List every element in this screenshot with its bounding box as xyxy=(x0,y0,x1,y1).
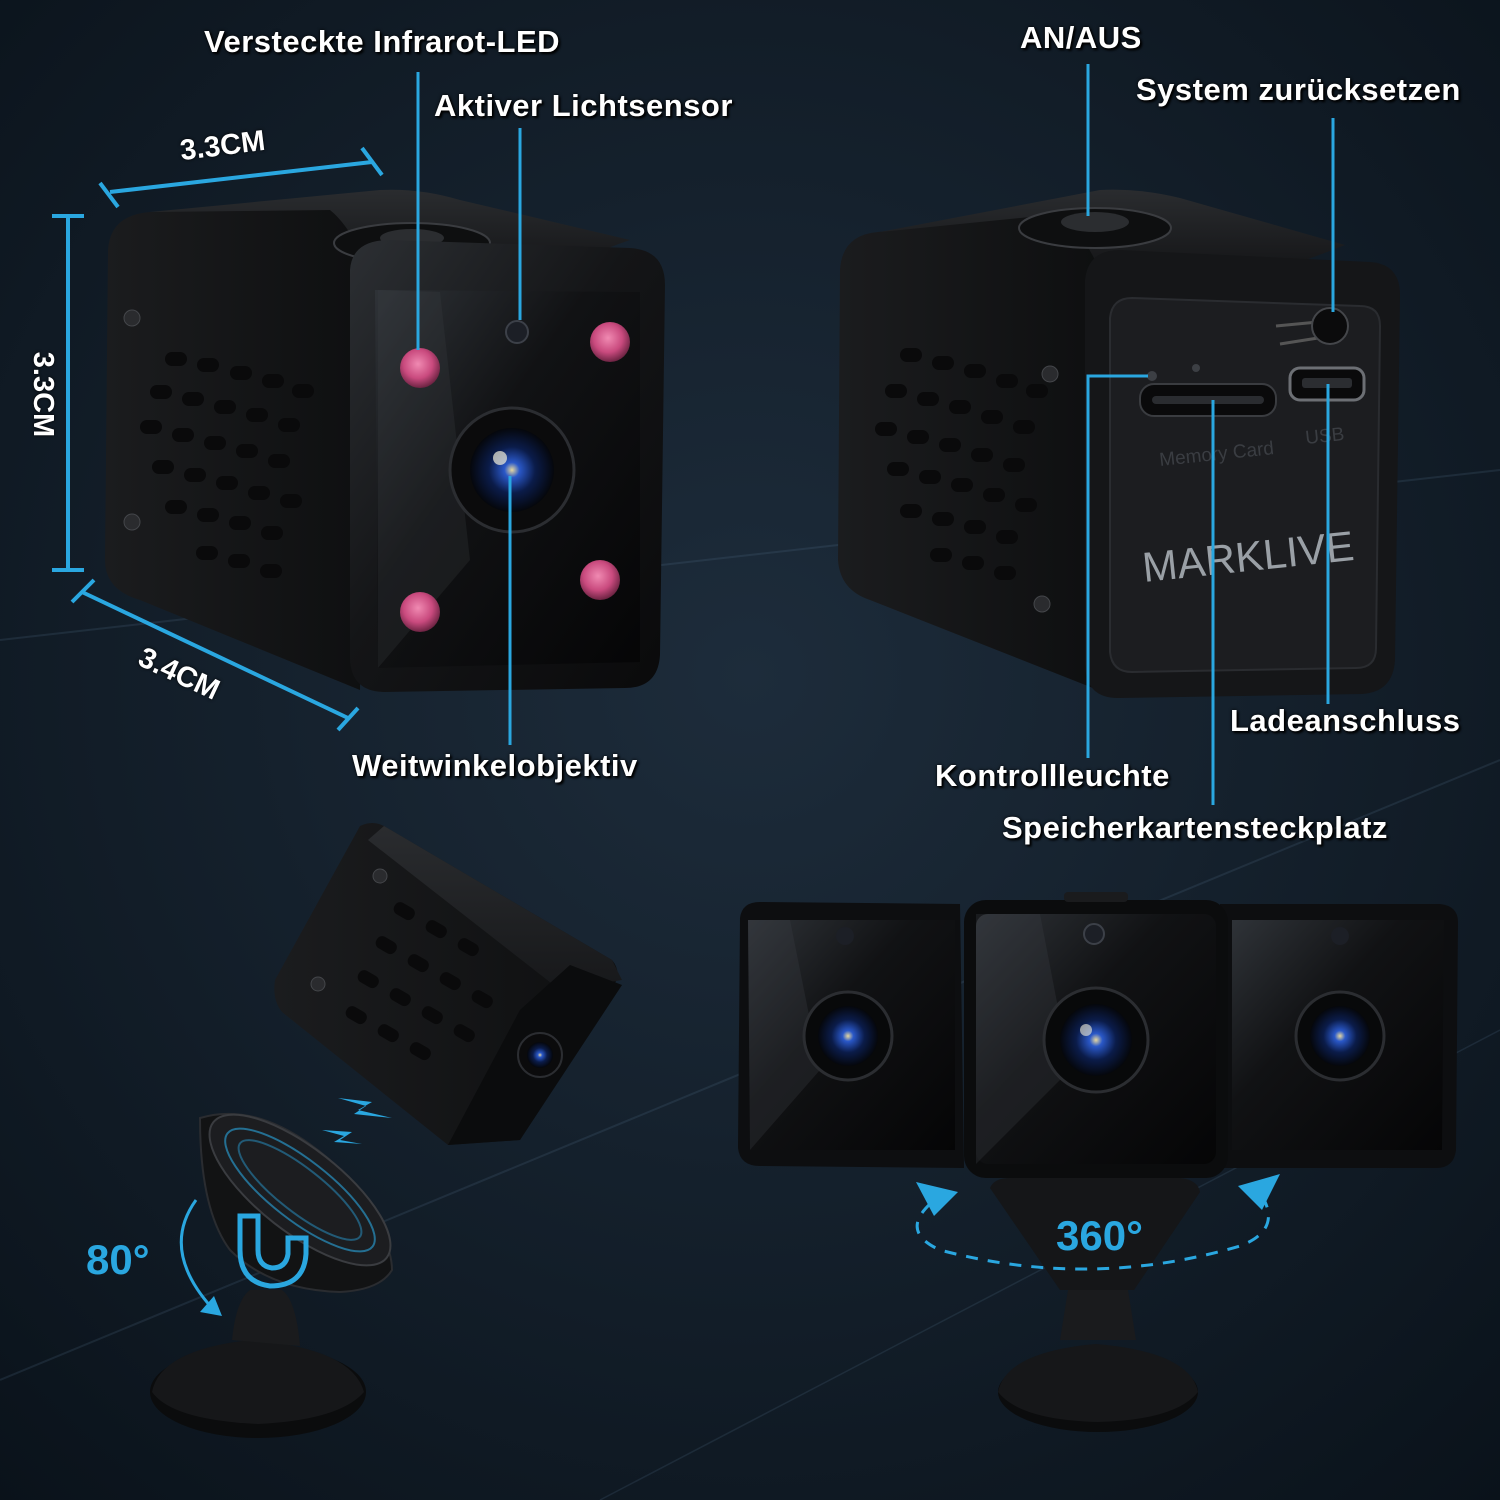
indicator-light xyxy=(1147,371,1157,381)
indicator-light-label: Kontrollleuchte xyxy=(935,758,1170,793)
power-label: AN/AUS xyxy=(1020,20,1142,55)
vent-holes xyxy=(140,352,314,578)
tilt-arc xyxy=(179,1199,214,1310)
infrared-led-label: Versteckte Infrarot-LED xyxy=(204,24,561,59)
tilt-arrow-icon xyxy=(200,1296,222,1316)
memory-card-slot-label: Speicherkartensteckplatz xyxy=(1002,810,1388,845)
reset-button xyxy=(1311,307,1349,345)
callout-lines-front xyxy=(416,72,522,745)
ir-led-bottom-left xyxy=(400,592,440,632)
rotation-angle-label: 360° xyxy=(1056,1212,1143,1259)
wide-angle-lens-icon xyxy=(470,428,554,512)
magnetic-mount xyxy=(150,1112,394,1438)
ir-led-bottom-right xyxy=(580,560,620,600)
usb-print: USB xyxy=(1304,424,1345,449)
charging-port-label: Ladeanschluss xyxy=(1230,703,1461,738)
light-sensor-label: Aktiver Lichtsensor xyxy=(434,88,733,123)
vent-holes-back xyxy=(875,348,1048,580)
rotation-arrow-left-icon xyxy=(916,1182,958,1216)
camera-rotation-view xyxy=(738,892,1458,1432)
ir-led-top-right xyxy=(590,322,630,362)
callout-lines-back xyxy=(1086,64,1335,805)
rotation-arrow-right-icon xyxy=(1238,1174,1280,1210)
wide-angle-lens-label: Weitwinkelobjektiv xyxy=(352,748,638,783)
magnet-signal-icon xyxy=(322,1098,392,1144)
tilt-angle-label: 80° xyxy=(86,1236,150,1283)
camera-back-view: Memory Card USB MARKLIVE xyxy=(838,189,1400,698)
height-dimension-label: 3.3CM xyxy=(27,351,60,438)
light-sensor xyxy=(505,320,529,344)
camera-tilted-view xyxy=(274,823,622,1145)
dimension-lines xyxy=(52,146,384,732)
magnet-icon xyxy=(237,1213,309,1289)
reset-label: System zurücksetzen xyxy=(1136,72,1461,107)
ir-led-top-left xyxy=(400,348,440,388)
camera-front-view xyxy=(105,189,665,692)
